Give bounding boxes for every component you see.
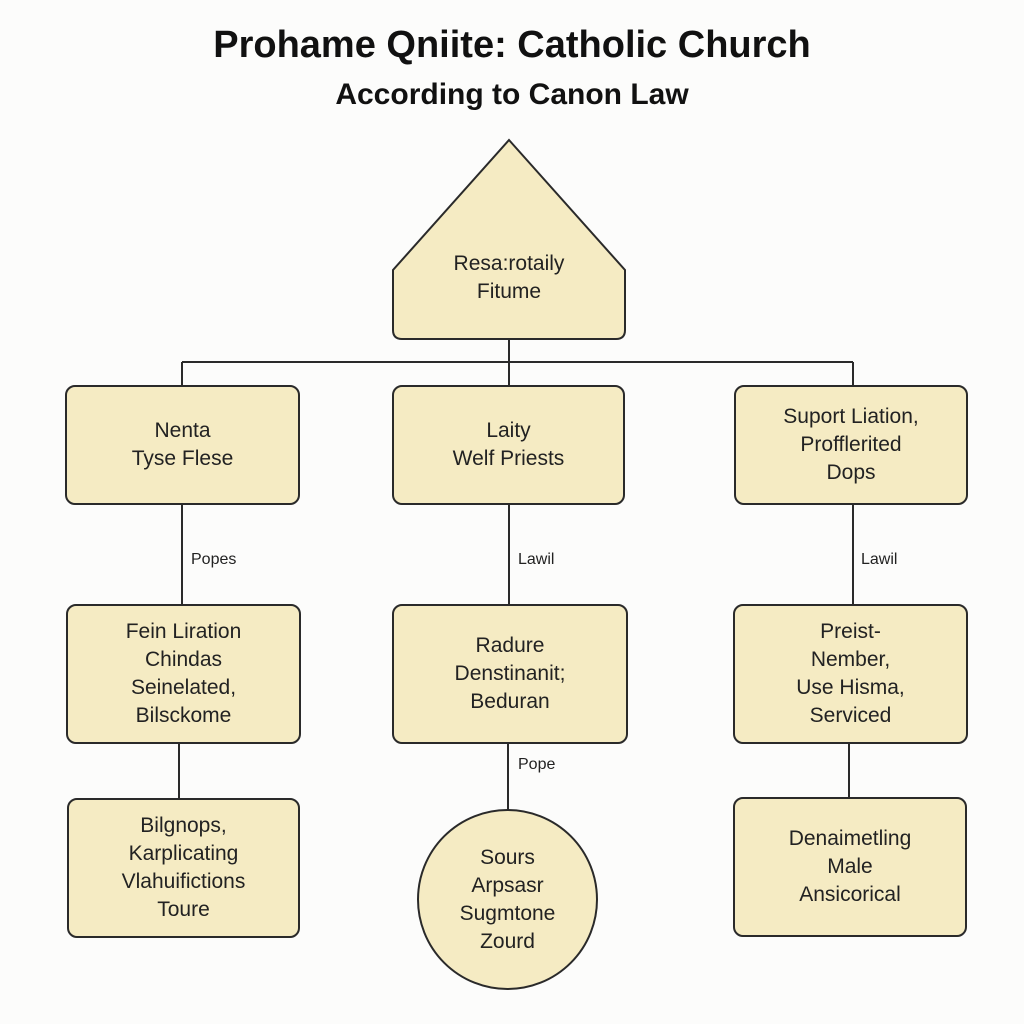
node-level1-left-label: Nenta Tyse Flese [131, 419, 234, 470]
node-level1-center-label: Laity Welf Priests [452, 419, 565, 470]
node-level2-right: Preist- Nember, Use Hisma, Serviced [733, 604, 968, 744]
node-level2-center: Radure Denstinanit; Beduran [392, 604, 628, 744]
node-level3-center-label: Sours Arpsasr Sugmtone Zourd [459, 845, 556, 953]
edge-label-center: Lawil [518, 551, 555, 568]
node-level3-left: Bilgnops, Karplicating Vlahuifictions To… [67, 798, 300, 938]
node-level3-right-label: Denaimetling Male Ansicorical [788, 827, 912, 906]
node-level1-right: Suport Liation, Profflerited Dops [734, 385, 968, 505]
node-level3-right: Denaimetling Male Ansicorical [733, 797, 967, 937]
edge-label-center-lower: Pope [518, 756, 556, 773]
node-level2-center-label: Radure Denstinanit; Beduran [454, 634, 566, 713]
root-node-label: Resa:rotaily Fitume [392, 250, 626, 306]
node-level2-left: Fein Liration Chindas Seinelated, Bilsck… [66, 604, 301, 744]
root-node-line1: Resa:rotaily [453, 252, 565, 275]
node-level1-left: Nenta Tyse Flese [65, 385, 300, 505]
edge-label-left: Popes [191, 551, 237, 568]
node-level3-left-label: Bilgnops, Karplicating Vlahuifictions To… [121, 814, 246, 921]
node-level1-center: Laity Welf Priests [392, 385, 625, 505]
node-level2-left-label: Fein Liration Chindas Seinelated, Bilsck… [125, 620, 242, 727]
diagram-title: Prohame Qniite: Catholic Church [213, 24, 811, 66]
diagram-subtitle: According to Canon Law [335, 78, 689, 111]
node-level2-right-label: Preist- Nember, Use Hisma, Serviced [796, 620, 905, 727]
root-node-shape [392, 138, 626, 340]
edge-label-right: Lawil [861, 551, 898, 568]
node-level3-center: Sours Arpsasr Sugmtone Zourd [417, 809, 598, 990]
root-node-line2: Fitume [476, 280, 542, 303]
node-level1-right-label: Suport Liation, Profflerited Dops [783, 405, 919, 484]
